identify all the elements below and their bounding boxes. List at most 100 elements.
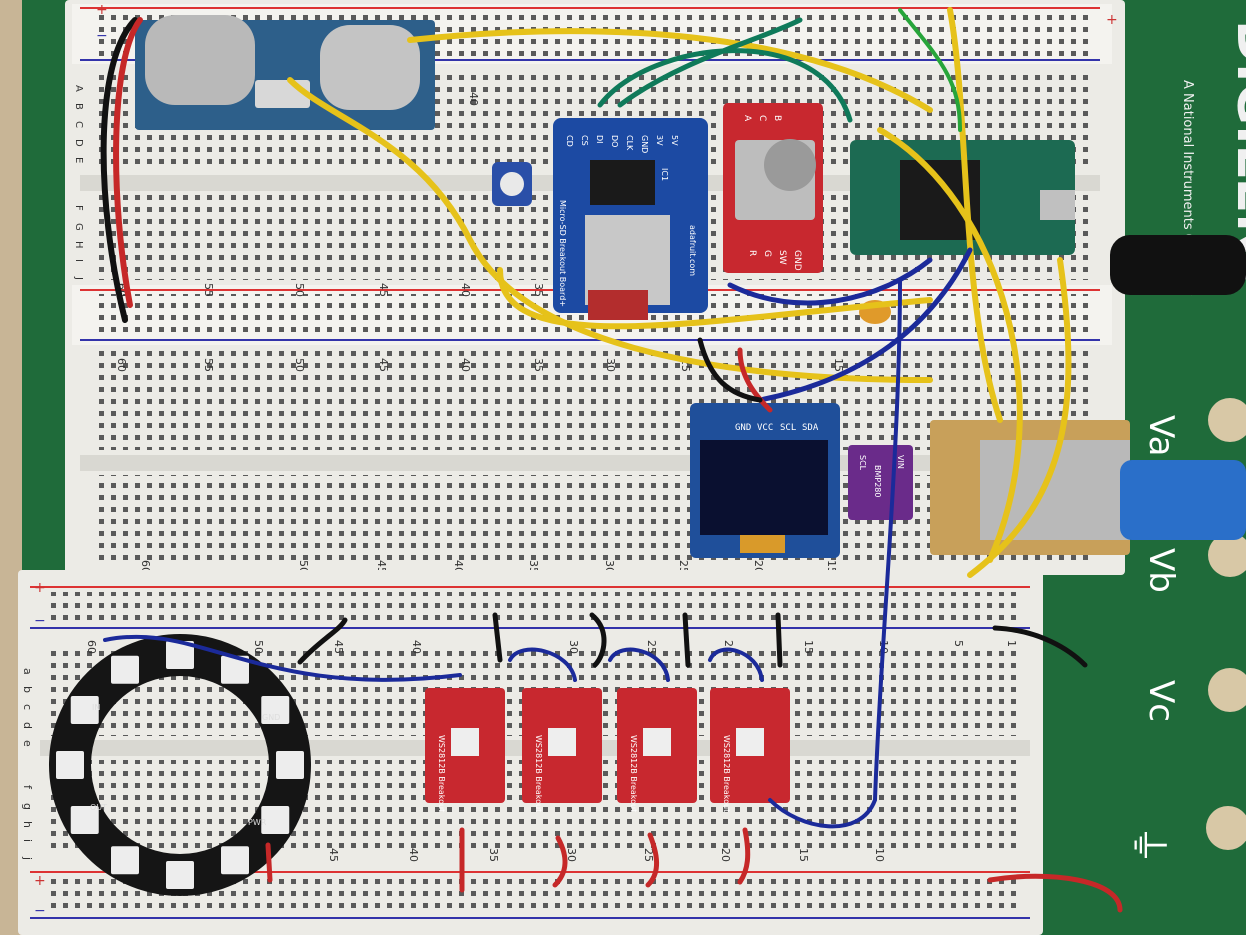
- row-letter: g: [21, 803, 34, 810]
- wire-blue: [103, 634, 462, 682]
- wire-black: [697, 337, 763, 403]
- column-number: 50: [252, 640, 265, 654]
- column-number: 60: [115, 358, 128, 372]
- holes-block-4: [95, 475, 1095, 565]
- column-number: 45: [327, 848, 340, 862]
- ring-pixel: [56, 751, 84, 779]
- neopixel-ring: GND IN OUT PWR: [49, 634, 311, 896]
- bmp280-sensor: BMP280 SCL VIN: [848, 445, 913, 520]
- ws2812-label: WS2812B Breakout: [629, 735, 638, 812]
- ring-pixel: [166, 861, 194, 889]
- column-number: 20: [719, 848, 732, 862]
- rail-minus-sign: −: [34, 613, 46, 629]
- rail-plus-sign: +: [96, 2, 108, 18]
- column-number: 40: [459, 358, 472, 372]
- mcu-usb-port: [1040, 190, 1075, 220]
- row-letter: i: [21, 839, 34, 842]
- wire-black: [992, 625, 1088, 668]
- column-number: 45: [377, 283, 390, 297]
- bmp280-labels: BMP280 SCL VIN: [858, 455, 905, 497]
- wire-blue: [727, 257, 933, 306]
- rail-minus-sign: −: [96, 28, 108, 44]
- ws2812-breakout: WS2812B Breakout: [522, 688, 602, 812]
- ring-pixel: [70, 806, 99, 834]
- column-number: 15: [802, 640, 815, 654]
- wire-black: [100, 17, 138, 323]
- rail-minus-sign: −: [34, 903, 46, 919]
- wire-black: [775, 612, 783, 668]
- holes-block-3: [95, 350, 1095, 450]
- row-letter: d: [21, 722, 34, 729]
- row-letters-lower: a b c d e f g h i j 60 50 45 40 30 25 20…: [21, 580, 1018, 919]
- upper-channel-2: [80, 455, 1100, 471]
- column-number: 25: [642, 848, 655, 862]
- ws2812-label: WS2812B Breakout: [534, 735, 543, 812]
- row-letter: G: [73, 223, 84, 231]
- wire-yellow: [407, 28, 933, 113]
- wire-red: [987, 873, 1123, 913]
- column-number: 15: [832, 358, 845, 372]
- binding-post-c: [1208, 668, 1246, 712]
- sd-pin-label: GND: [640, 135, 649, 153]
- ring-pixel: [111, 655, 139, 684]
- row-letter: j: [21, 856, 34, 860]
- oled-pin-label: SCL: [780, 423, 796, 433]
- row-letter: F: [73, 205, 84, 211]
- encoder-pin-label: A: [742, 115, 752, 122]
- column-number: 30: [565, 848, 578, 862]
- encoder-shaft: [764, 139, 816, 191]
- column-number: 35: [487, 848, 500, 862]
- wire-black: [589, 612, 607, 668]
- encoder-labels: A C B R G SW GND: [742, 115, 802, 271]
- oled-ribbon: [740, 535, 785, 553]
- wire-yellow: [497, 267, 933, 330]
- ring-pixel: [261, 696, 290, 724]
- encoder-pin-label: C: [757, 115, 767, 121]
- column-numbers-upper: 60 55 50 45 40 35 60 55 50 45 40 35 30 2…: [96, 2, 1118, 574]
- sd-pin-label: 5V: [670, 135, 679, 146]
- column-number: 10: [873, 848, 886, 862]
- ultrasonic-transducer-right: [320, 25, 420, 110]
- sd-card: [588, 290, 648, 320]
- sd-pin-label: CS: [580, 135, 589, 146]
- wire-red: [552, 835, 568, 888]
- rail-plus-sign: +: [1106, 12, 1118, 28]
- ring-pixel: [221, 655, 249, 684]
- ring-pin-label: OUT: [90, 803, 107, 812]
- binding-post-b: [1208, 533, 1246, 577]
- ws2812-led: [736, 728, 764, 756]
- encoder-pin-label: SW: [777, 250, 787, 265]
- ring-pixels: [56, 641, 304, 889]
- row-letters-upper: A B C D E F G H I J: [73, 85, 84, 280]
- terminal-labels: Va Vb Vc ⏚: [1125, 415, 1181, 865]
- wire-yellow: [947, 7, 1003, 423]
- column-number: 1: [1005, 640, 1018, 647]
- wire-blue: [768, 278, 902, 829]
- oled-pin-labels: GND VCC SCL SDA: [735, 423, 819, 433]
- ring-pixel: [70, 696, 99, 724]
- column-number: 45: [332, 640, 345, 654]
- wire-black: [492, 612, 503, 663]
- binding-post-a: [1208, 398, 1246, 442]
- sd-ic: [590, 160, 655, 205]
- sd-pin-label: DO: [610, 135, 619, 147]
- row-letter: b: [21, 686, 34, 693]
- wire-yellow: [967, 257, 1072, 578]
- wire-blue: [608, 647, 670, 682]
- rail-plus-sign: +: [34, 580, 46, 596]
- oled-display: GND VCC SCL SDA: [690, 403, 840, 558]
- row-letter: c: [21, 704, 34, 710]
- terminal-posts: [1206, 398, 1246, 850]
- wire-black: [297, 617, 348, 665]
- ring-pixel: [261, 806, 290, 834]
- wire-yellow: [287, 77, 933, 383]
- ring-pixel: [276, 751, 304, 779]
- brand-text: DIGILENT: [1225, 20, 1246, 293]
- ethernet-cable: [1120, 460, 1246, 540]
- ring-pixel: [111, 846, 139, 875]
- terminal-label-ground: ⏚: [1125, 825, 1171, 865]
- oled-screen: [700, 440, 828, 535]
- column-number: 40: [459, 283, 472, 297]
- row-letter: e: [21, 740, 34, 747]
- column-number: 5: [952, 640, 965, 647]
